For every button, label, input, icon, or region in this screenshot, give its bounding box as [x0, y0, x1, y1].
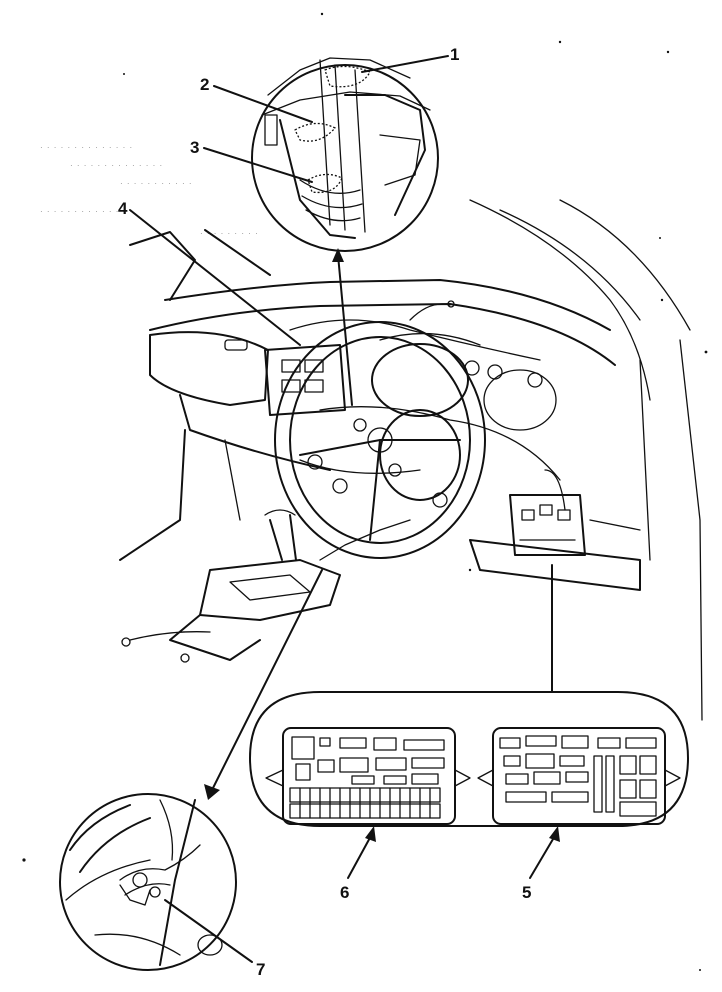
callout-6: 6 — [340, 883, 349, 902]
dashboard-illustration — [119, 199, 703, 721]
top-detail-circle — [251, 57, 439, 252]
arrow-to-top-circle — [332, 248, 353, 406]
arrow-to-bottom-circle — [204, 569, 323, 800]
bottom-detail-circle — [59, 793, 237, 971]
callout-7: 7 — [256, 960, 265, 979]
callout-leader-7 — [164, 899, 253, 963]
svg-text:· · · · · · · · · · ·: · · · · · · · · · · · — [120, 179, 193, 188]
faint-background-text: · · · · · · · · · · · · · · · · · · · · … — [40, 143, 259, 238]
callout-3: 3 — [190, 138, 199, 157]
callout-leaders-panels — [347, 826, 560, 879]
fuse-panel-right — [477, 727, 681, 825]
callout-2: 2 — [200, 75, 209, 94]
svg-text:· · · · · · · · · · · · · ·: · · · · · · · · · · · · · · — [40, 207, 133, 216]
callout-leaders-top — [129, 55, 449, 346]
callout-1: 1 — [450, 45, 459, 64]
scan-specks — [22, 12, 708, 971]
callout-4: 4 — [118, 199, 128, 218]
svg-text:· · · · · · · · · · · · · ·: · · · · · · · · · · · · · · — [70, 161, 163, 170]
callout-5: 5 — [522, 883, 531, 902]
svg-text:· · · · · · · · · · · · · ·: · · · · · · · · · · · · · · — [40, 143, 133, 152]
fuse-panels-inset — [249, 691, 689, 827]
fuse-panel-left — [265, 727, 471, 825]
svg-text:· · · · · · · · ·: · · · · · · · · · — [200, 229, 259, 238]
